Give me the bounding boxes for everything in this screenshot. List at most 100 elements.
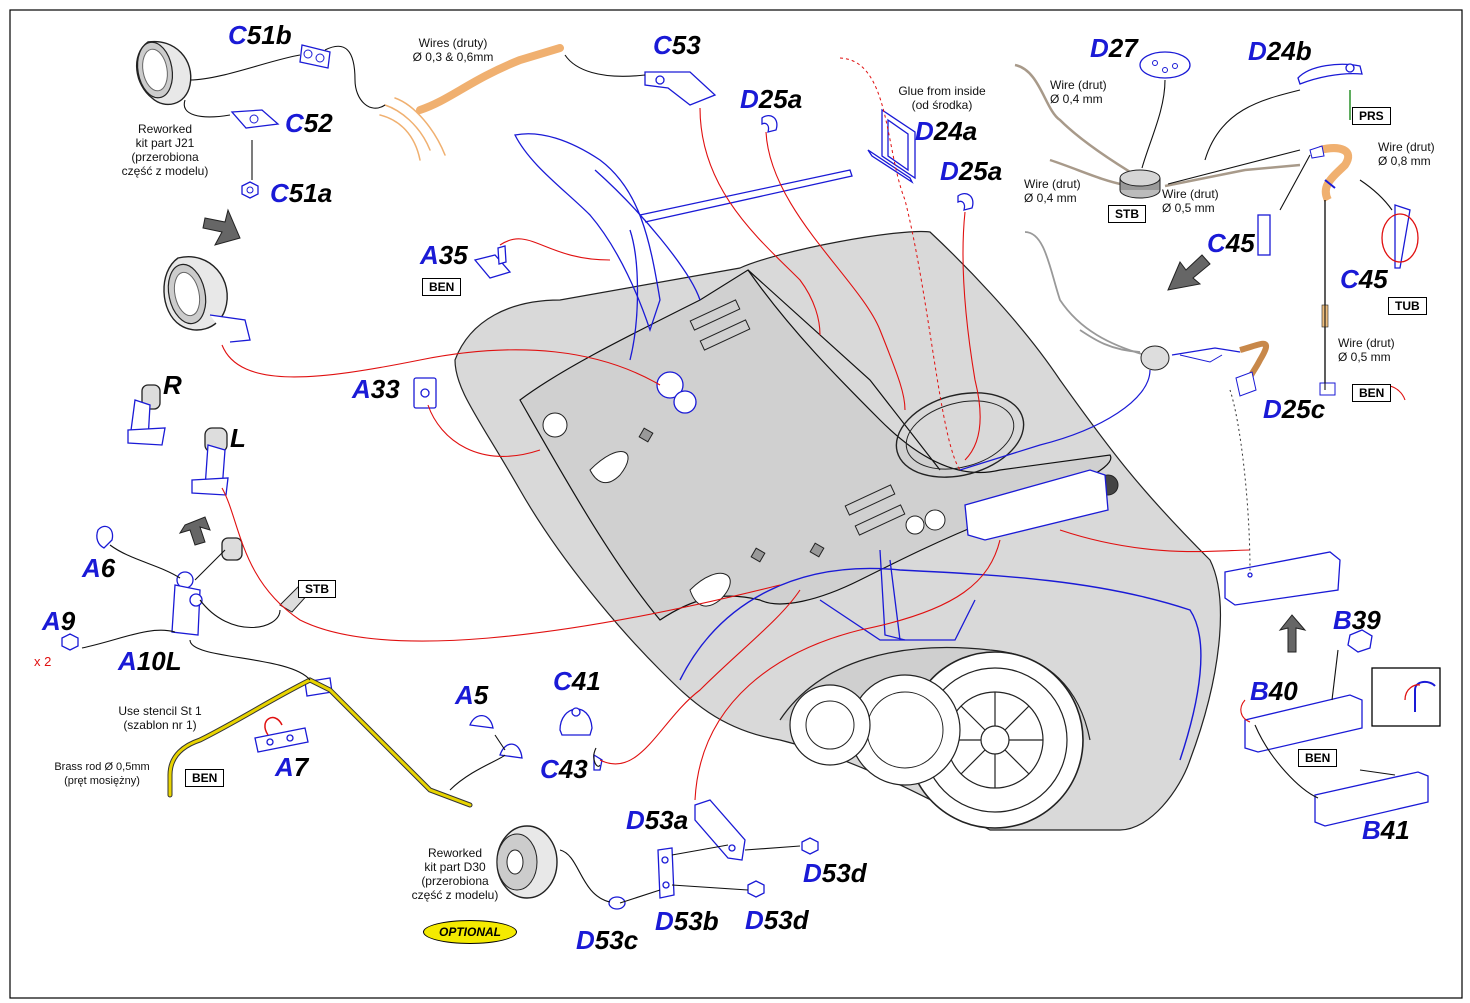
car-body <box>454 230 1221 831</box>
lamp-cable-assembly <box>959 231 1269 471</box>
label-prefix: C <box>553 666 572 696</box>
tag-prs: PRS <box>1352 107 1391 125</box>
label-number: 53c <box>594 925 639 955</box>
brass-rod <box>167 677 473 808</box>
label-number: 5 <box>473 680 489 710</box>
label-number: 24a <box>933 116 978 146</box>
headlamp-assembled <box>163 256 251 343</box>
label-prefix: C <box>540 754 559 784</box>
note-glue-inside: Glue from inside (od środka) <box>898 84 986 112</box>
label-number: 25a <box>758 84 803 114</box>
tag-stb-top: STB <box>1108 205 1146 223</box>
label-number: 53d <box>763 905 809 935</box>
label-number: 53d <box>821 858 867 888</box>
stb-drum <box>1014 63 1301 199</box>
tag-ben-d25c: BEN <box>1352 384 1392 402</box>
label-prefix: A <box>82 553 101 583</box>
label-number: 53b <box>673 906 719 936</box>
label-a9: A9 <box>42 608 75 634</box>
tag-stb-left: STB <box>298 580 336 598</box>
quantity-note: x 2 <box>34 654 52 669</box>
label-number: 45 <box>1358 264 1388 294</box>
label-c51b: C51b <box>228 22 292 48</box>
label-prefix: C <box>285 108 304 138</box>
label-l: L <box>230 425 246 451</box>
label-number: 51a <box>288 178 333 208</box>
label-number: 51b <box>246 20 292 50</box>
label-b41: B41 <box>1362 817 1410 843</box>
label-number: 9 <box>60 606 76 636</box>
glue-dashed-callout <box>839 57 961 471</box>
label-prefix: D <box>915 116 934 146</box>
label-a35: A35 <box>420 242 468 268</box>
part-d25a-1 <box>761 115 778 133</box>
label-b40: B40 <box>1250 678 1298 704</box>
label-prefix: C <box>1207 228 1226 258</box>
label-prefix: D <box>626 805 645 835</box>
label-a10l: A10L <box>118 648 182 674</box>
part-l-bracket <box>191 427 229 496</box>
label-number: 40 <box>1268 676 1298 706</box>
part-a6-a10l <box>61 525 243 651</box>
part-c41 <box>559 707 603 771</box>
label-d53d-1: D53d <box>803 860 867 886</box>
label-a6: A6 <box>82 555 115 581</box>
tag-optional: OPTIONAL <box>423 920 517 944</box>
direction-arrows <box>178 208 1307 653</box>
label-number: 41 <box>1380 815 1410 845</box>
part-d25a-2 <box>957 193 974 211</box>
sheet-frame <box>9 9 1463 999</box>
label-prefix: A <box>118 646 137 676</box>
label-c45-1: C45 <box>1207 230 1255 256</box>
label-number: 10L <box>136 646 182 676</box>
label-a7: A7 <box>275 754 308 780</box>
label-number: 39 <box>1351 605 1381 635</box>
note-wire-05-right: Wire (drut) Ø 0,5 mm <box>1338 336 1395 364</box>
label-number: 41 <box>571 666 601 696</box>
part-c53 <box>644 71 717 106</box>
headlamp-c51-detail <box>135 40 192 106</box>
label-number: 53a <box>644 805 689 835</box>
label-number: 35 <box>438 240 468 270</box>
part-d24b <box>1297 63 1363 85</box>
label-prefix: C <box>228 20 247 50</box>
tag-ben-a35: BEN <box>422 278 462 296</box>
label-number: 33 <box>370 374 400 404</box>
leader-lines <box>81 45 1396 904</box>
label-c41: C41 <box>553 668 601 694</box>
label-prefix: D <box>576 925 595 955</box>
label-prefix: D <box>740 84 759 114</box>
note-wire-05-mid: Wire (drut) Ø 0,5 mm <box>1162 187 1219 215</box>
label-prefix: C <box>270 178 289 208</box>
part-d27 <box>1139 51 1191 79</box>
part-b40-b41 <box>1244 629 1441 827</box>
tag-tub: TUB <box>1388 297 1427 315</box>
label-d25a-2: D25a <box>940 158 1002 184</box>
label-prefix: A <box>455 680 474 710</box>
label-a5: A5 <box>455 682 488 708</box>
label-prefix: A <box>352 374 371 404</box>
part-c51b <box>299 44 331 69</box>
wire-bundle <box>379 44 564 161</box>
label-prefix: D <box>1263 394 1282 424</box>
label-c45-2: C45 <box>1340 266 1388 292</box>
dotted-guide <box>1229 389 1251 573</box>
label-c52: C52 <box>285 110 333 136</box>
label-prefix: C <box>653 30 672 60</box>
note-reworked-j21: Reworked kit part J21 (przerobiona część… <box>121 122 209 178</box>
label-number: 43 <box>558 754 588 784</box>
label-prefix: D <box>1090 33 1109 63</box>
label-number: L <box>230 423 246 453</box>
part-d53 <box>608 799 819 910</box>
note-wire-08: Wire (drut) Ø 0,8 mm <box>1378 140 1435 168</box>
label-d24a: D24a <box>915 118 977 144</box>
tag-ben-b40: BEN <box>1298 749 1338 767</box>
label-number: 25a <box>958 156 1003 186</box>
label-d53d-2: D53d <box>745 907 809 933</box>
label-d53b: D53b <box>655 908 719 934</box>
label-d24b: D24b <box>1248 38 1312 64</box>
label-d53a: D53a <box>626 807 688 833</box>
label-d25c: D25c <box>1263 396 1325 422</box>
